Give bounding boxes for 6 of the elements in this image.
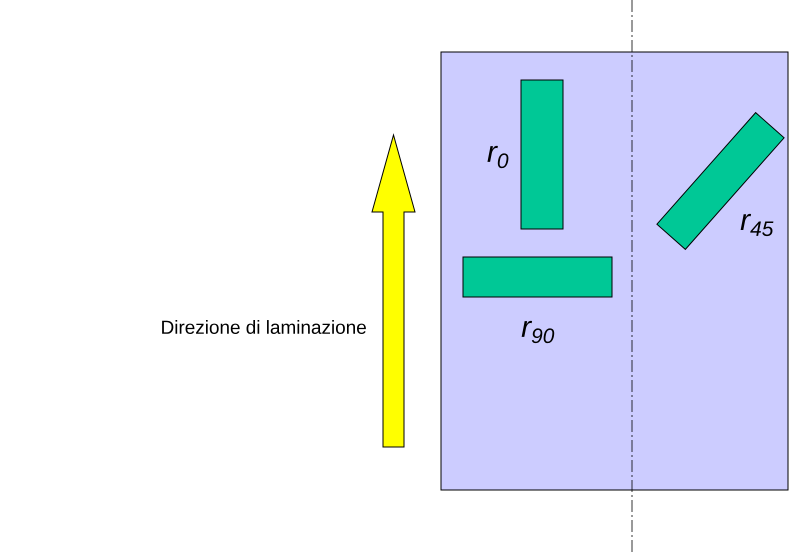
specimen-label: r$_{0}$ <box>487 146 508 168</box>
specimen-label: r$_{90}$ <box>522 320 554 344</box>
specimen-label: r$_{45}$ <box>740 214 774 236</box>
direction-label: Direzione di laminazione <box>162 320 366 334</box>
specimen-strip <box>462 256 612 298</box>
specimen-strip <box>520 80 564 230</box>
